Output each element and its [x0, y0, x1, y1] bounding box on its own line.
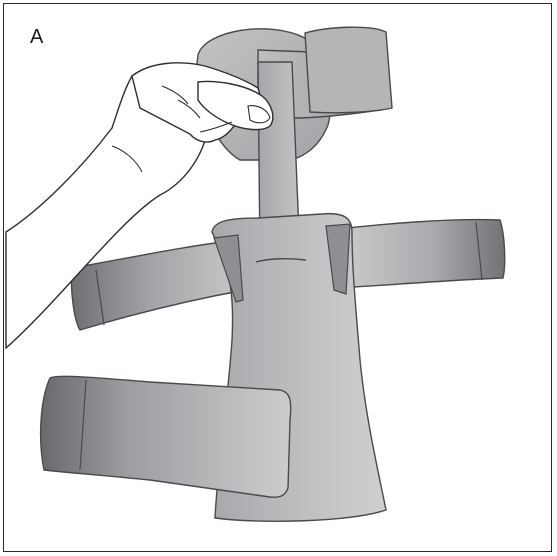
knuckle-line [199, 121, 233, 133]
right-side-strap [329, 218, 506, 289]
panel-label: A [30, 26, 44, 48]
lower-strap [39, 375, 292, 498]
left-side-strap [70, 239, 246, 331]
left-strap-seam [95, 269, 105, 326]
center-slot [255, 257, 307, 263]
top-strap-fold [304, 26, 393, 114]
finger-crease-2 [161, 85, 189, 105]
lower-strap-seam [79, 379, 87, 471]
left-slot [213, 234, 244, 303]
thumbnail [247, 105, 271, 124]
wrist-line [111, 145, 143, 173]
finger-crease-1 [177, 99, 201, 119]
right-slot [325, 223, 351, 295]
right-strap-seam [475, 221, 483, 281]
hand-illustration [5, 62, 274, 350]
